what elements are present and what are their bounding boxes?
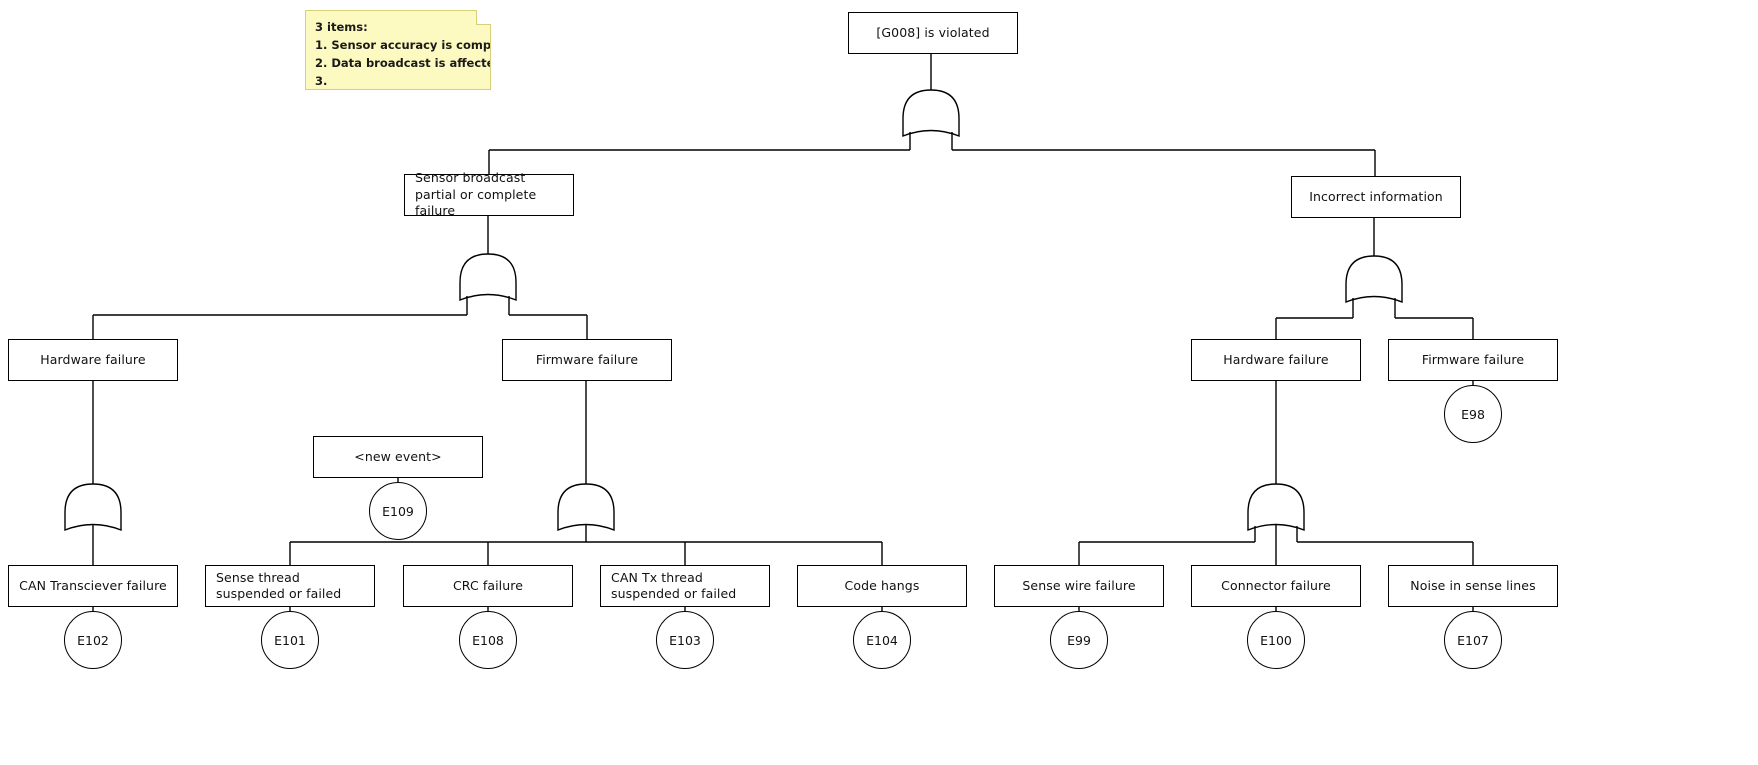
node-connector[interactable]: Connector failure xyxy=(1191,565,1361,607)
node-label: Sensor broadcast partial or complete fai… xyxy=(415,170,537,219)
node-label: Hardware failure xyxy=(40,351,146,367)
node-fw-left[interactable]: Firmware failure xyxy=(502,339,672,381)
node-label: Firmware failure xyxy=(535,351,639,367)
event-circle-e101[interactable]: E101 xyxy=(261,611,319,669)
event-id-label: E107 xyxy=(1457,632,1489,648)
node-label: Hardware failure xyxy=(1223,351,1329,367)
or-gate-gate-hw-right[interactable] xyxy=(1247,483,1305,532)
or-gate-gate-hw-left[interactable] xyxy=(64,483,122,532)
note-line-1: 1. Sensor accuracy is compromised xyxy=(315,38,490,53)
or-gate-gate-left1[interactable] xyxy=(459,253,517,302)
event-id-label: E108 xyxy=(472,632,504,648)
node-right1[interactable]: Incorrect information xyxy=(1291,176,1461,218)
event-circle-e109[interactable]: E109 xyxy=(369,482,427,540)
note-line-0: 3 items: xyxy=(315,20,368,34)
note-body: 3 items: 1. Sensor accuracy is compromis… xyxy=(306,11,490,97)
event-id-label: E98 xyxy=(1461,406,1485,422)
note-line-3: 3. xyxy=(315,74,328,89)
event-id-label: E102 xyxy=(77,632,109,648)
node-fw-right[interactable]: Firmware failure xyxy=(1388,339,1558,381)
sticky-note[interactable]: 3 items: 1. Sensor accuracy is compromis… xyxy=(305,10,491,90)
or-gate-gate-fw-left[interactable] xyxy=(557,483,615,532)
node-noise[interactable]: Noise in sense lines xyxy=(1388,565,1558,607)
node-left1[interactable]: Sensor broadcast partial or complete fai… xyxy=(404,170,574,218)
note-line-2: 2. Data broadcast is affected xyxy=(315,56,490,71)
node-code-hangs[interactable]: Code hangs xyxy=(797,565,967,607)
event-circle-e100[interactable]: E100 xyxy=(1247,611,1305,669)
event-id-label: E103 xyxy=(669,632,701,648)
or-gate-gate-right1[interactable] xyxy=(1345,255,1403,304)
node-hw-right[interactable]: Hardware failure xyxy=(1191,339,1361,381)
event-circle-e102[interactable]: E102 xyxy=(64,611,122,669)
node-label: Sense thread suspended or failed xyxy=(216,569,342,602)
node-sense-thr[interactable]: Sense thread suspended or failed xyxy=(205,565,375,607)
note-fold-corner xyxy=(476,10,491,25)
event-id-label: E99 xyxy=(1067,632,1091,648)
or-gate-gate-top[interactable] xyxy=(902,89,960,138)
event-circle-e107[interactable]: E107 xyxy=(1444,611,1502,669)
event-id-label: E100 xyxy=(1260,632,1292,648)
event-circle-e98[interactable]: E98 xyxy=(1444,385,1502,443)
node-can-trx[interactable]: CAN Transciever failure xyxy=(8,565,178,607)
node-crc[interactable]: CRC failure xyxy=(403,565,573,607)
event-circle-e108[interactable]: E108 xyxy=(459,611,517,669)
node-label: Incorrect information xyxy=(1309,188,1443,204)
node-label: <new event> xyxy=(354,448,442,464)
node-label: Connector failure xyxy=(1221,577,1331,593)
node-label: CAN Tx thread suspended or failed xyxy=(611,569,737,602)
node-top[interactable]: [G008] is violated xyxy=(848,12,1018,54)
node-label: Sense wire failure xyxy=(1022,577,1136,593)
event-id-label: E101 xyxy=(274,632,306,648)
event-id-label: E109 xyxy=(382,503,414,519)
node-label: CRC failure xyxy=(452,577,524,593)
event-circle-e103[interactable]: E103 xyxy=(656,611,714,669)
node-hw-left[interactable]: Hardware failure xyxy=(8,339,178,381)
node-new-event[interactable]: <new event> xyxy=(313,436,483,478)
node-label: Firmware failure xyxy=(1421,351,1525,367)
event-id-label: E104 xyxy=(866,632,898,648)
node-label: Noise in sense lines xyxy=(1410,577,1536,593)
node-label: [G008] is violated xyxy=(876,24,990,40)
node-label: CAN Transciever failure xyxy=(19,577,167,593)
node-label: Code hangs xyxy=(844,577,920,593)
event-circle-e104[interactable]: E104 xyxy=(853,611,911,669)
event-circle-e99[interactable]: E99 xyxy=(1050,611,1108,669)
node-can-tx[interactable]: CAN Tx thread suspended or failed xyxy=(600,565,770,607)
node-sense-wire[interactable]: Sense wire failure xyxy=(994,565,1164,607)
